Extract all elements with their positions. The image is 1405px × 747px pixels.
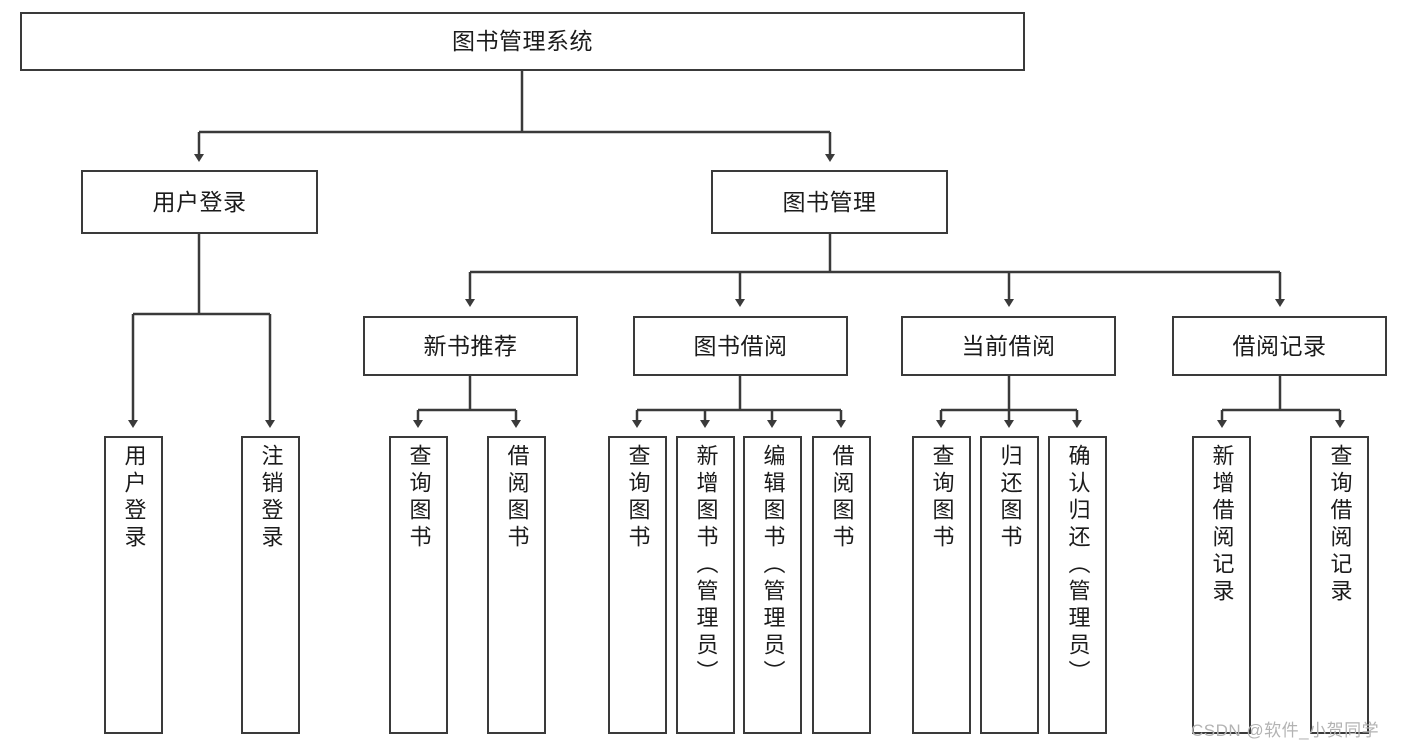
- leaf-book-borrow-edit-book-admin[interactable]: 编辑图书（管理员）: [743, 436, 802, 734]
- node-root-book-management-system[interactable]: 图书管理系统: [20, 12, 1025, 71]
- leaf-current-borrow-confirm-return-admin[interactable]: 确认归还（管理员）: [1048, 436, 1107, 734]
- node-label: 查询图书: [625, 444, 651, 552]
- leaf-borrow-record-add-record[interactable]: 新增借阅记录: [1192, 436, 1251, 734]
- node-borrow-record[interactable]: 借阅记录: [1172, 316, 1387, 376]
- node-label: 图书借阅: [693, 332, 788, 359]
- leaf-user-login-logout[interactable]: 注销登录: [241, 436, 300, 734]
- leaf-borrow-record-query-record[interactable]: 查询借阅记录: [1310, 436, 1369, 734]
- node-label: 查询图书: [929, 444, 955, 552]
- node-user-login[interactable]: 用户登录: [81, 170, 318, 234]
- node-book-borrow[interactable]: 图书借阅: [633, 316, 848, 376]
- watermark-csdn: CSDN @软件_小贺同学: [1191, 721, 1380, 740]
- node-label: 用户登录: [152, 188, 247, 215]
- node-label: 归还图书: [997, 444, 1023, 552]
- node-new-book-recommend[interactable]: 新书推荐: [363, 316, 578, 376]
- node-label: 注销登录: [258, 444, 284, 552]
- node-label: 图书管理: [782, 188, 877, 215]
- node-label: 新增图书（管理员）: [693, 444, 719, 687]
- node-label: 用户登录: [121, 444, 147, 552]
- node-label: 新书推荐: [423, 332, 518, 359]
- leaf-current-borrow-return-book[interactable]: 归还图书: [980, 436, 1039, 734]
- node-label: 查询借阅记录: [1327, 444, 1353, 606]
- leaf-current-borrow-query-book[interactable]: 查询图书: [912, 436, 971, 734]
- node-current-borrow[interactable]: 当前借阅: [901, 316, 1116, 376]
- leaf-book-borrow-add-book-admin[interactable]: 新增图书（管理员）: [676, 436, 735, 734]
- leaf-new-book-query-book[interactable]: 查询图书: [389, 436, 448, 734]
- leaf-user-login-login[interactable]: 用户登录: [104, 436, 163, 734]
- leaf-book-borrow-borrow-book[interactable]: 借阅图书: [812, 436, 871, 734]
- node-book-management[interactable]: 图书管理: [711, 170, 948, 234]
- node-label: 借阅记录: [1232, 332, 1327, 359]
- node-label: 当前借阅: [961, 332, 1056, 359]
- leaf-new-book-borrow-book[interactable]: 借阅图书: [487, 436, 546, 734]
- node-label: 查询图书: [406, 444, 432, 552]
- leaf-book-borrow-query-book[interactable]: 查询图书: [608, 436, 667, 734]
- node-label: 借阅图书: [829, 444, 855, 552]
- node-label: 确认归还（管理员）: [1065, 444, 1091, 687]
- node-label: 图书管理系统: [452, 28, 593, 55]
- node-label: 新增借阅记录: [1209, 444, 1235, 606]
- node-label: 编辑图书（管理员）: [760, 444, 786, 687]
- node-label: 借阅图书: [504, 444, 530, 552]
